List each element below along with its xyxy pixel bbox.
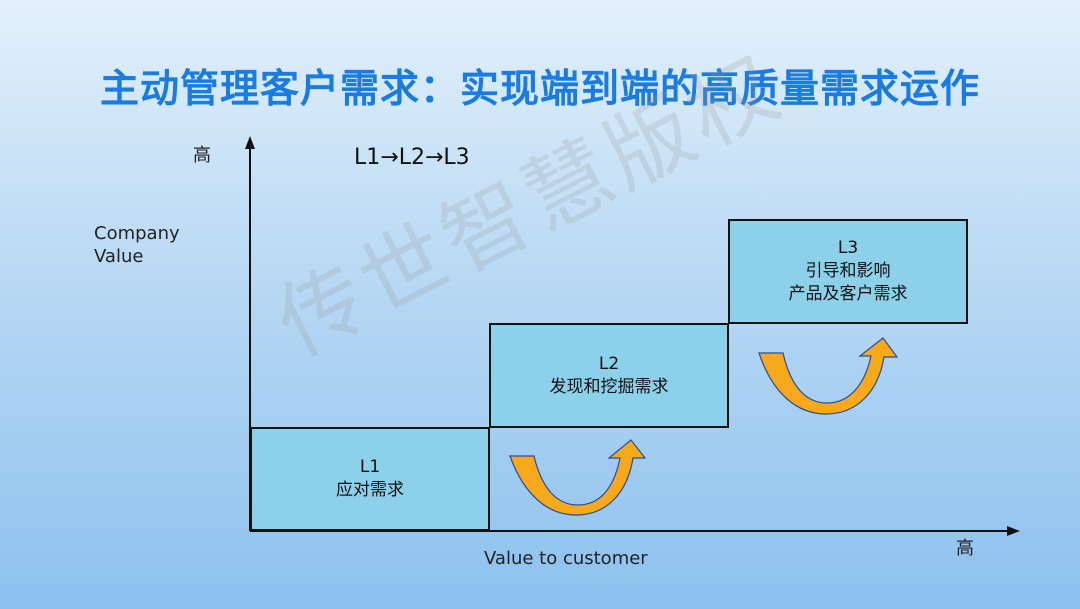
curved-arrow-l1-to-l2 bbox=[509, 439, 647, 516]
level-sequence: L1→L2→L3 bbox=[354, 145, 470, 170]
curved-arrow-l2-to-l3 bbox=[758, 337, 899, 415]
level-box-l1: L1 应对需求 bbox=[250, 427, 490, 531]
level-box-l3: L3 引导和影响 产品及客户需求 bbox=[728, 219, 968, 324]
level-description: 应对需求 bbox=[336, 480, 404, 500]
y-axis-label-line1: Company bbox=[94, 223, 180, 244]
level-description: 发现和挖掘需求 bbox=[549, 376, 669, 397]
level-code: L2 bbox=[598, 353, 620, 374]
x-axis-high-label: 高 bbox=[956, 538, 974, 559]
level-box-l2: L2 发现和挖掘需求 bbox=[489, 323, 729, 428]
level-code: L3 bbox=[837, 238, 859, 258]
page-title: 主动管理客户需求：实现端到端的高质量需求运作 bbox=[99, 67, 980, 112]
x-axis-label: Value to customer bbox=[484, 548, 648, 569]
y-axis-high-label: 高 bbox=[193, 145, 211, 166]
x-axis-arrowhead bbox=[1007, 526, 1020, 536]
y-axis-label: Company Value bbox=[94, 222, 180, 268]
y-axis-arrowhead bbox=[245, 136, 255, 149]
y-axis-label-line2: Value bbox=[94, 246, 144, 267]
level-description-line2: 产品及客户需求 bbox=[788, 284, 908, 304]
level-description: 引导和影响 bbox=[805, 261, 891, 281]
level-code: L1 bbox=[359, 457, 381, 477]
